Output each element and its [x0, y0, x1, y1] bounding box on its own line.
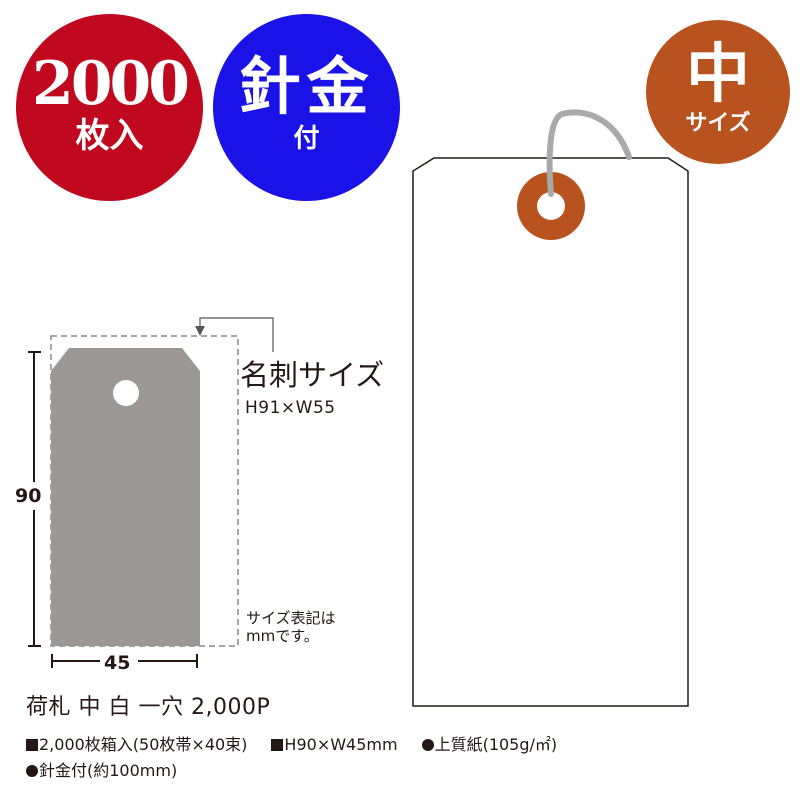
spec-item: 2,000枚箱入(50枚帯×40束) — [26, 732, 247, 758]
wire-icon — [546, 109, 632, 197]
card-size-label: 名刺サイズ — [240, 358, 385, 392]
size-diagram — [28, 317, 274, 668]
spec-text: H90×W45mm — [284, 735, 398, 754]
unit-note-line2: mmです。 — [246, 627, 319, 645]
count-badge-number: 2000 — [32, 48, 190, 119]
arrow-head-icon — [195, 326, 205, 336]
spec-text: 針金付(約100mm) — [39, 761, 178, 780]
tag-illustration — [412, 109, 689, 707]
unit-note: サイズ表記は mmです。 — [246, 609, 336, 645]
square-bullet-icon — [271, 739, 284, 751]
circle-bullet-icon — [26, 765, 38, 777]
tag-hole — [537, 192, 565, 220]
spec-item: 上質紙(105g/㎡) — [421, 732, 558, 758]
card-size-dimensions: H91×W55 — [245, 398, 336, 418]
spec-text: 2,000枚箱入(50枚帯×40束) — [39, 735, 248, 754]
spec-row-1: 2,000枚箱入(50枚帯×40束) H90×W45mm 上質紙(105g/㎡) — [26, 732, 581, 758]
tag-outline — [412, 157, 689, 707]
size-badge-main: 中 — [686, 38, 750, 112]
square-bullet-icon — [26, 739, 38, 751]
spec-item: 針金付(約100mm) — [26, 758, 177, 784]
circle-bullet-icon — [421, 739, 434, 751]
wire-badge-main: 針金 — [238, 49, 375, 123]
product-specs: 2,000枚箱入(50枚帯×40束) H90×W45mm 上質紙(105g/㎡)… — [26, 732, 581, 784]
unit-note-line1: サイズ表記は — [246, 609, 336, 627]
size-badge: 中 サイズ — [646, 20, 790, 164]
spec-item: H90×W45mm — [271, 732, 398, 758]
wire-badge: 針金 付 — [213, 14, 400, 201]
spec-text: 上質紙(105g/㎡) — [434, 735, 558, 754]
spec-row-2: 針金付(約100mm) — [26, 758, 581, 784]
count-badge: 2000 枚入 — [16, 14, 203, 201]
small-tag-hole — [113, 380, 139, 406]
size-badge-sub: サイズ — [685, 111, 751, 136]
wire-badge-sub: 付 — [293, 123, 320, 154]
height-dimension-label: 90 — [15, 485, 42, 507]
product-title: 荷札 中 白 一穴 2,000P — [26, 695, 271, 720]
small-tag-silhouette — [51, 348, 200, 646]
width-dimension-label: 45 — [104, 652, 131, 674]
card-leader-line — [199, 317, 274, 352]
count-badge-unit: 枚入 — [75, 115, 144, 156]
